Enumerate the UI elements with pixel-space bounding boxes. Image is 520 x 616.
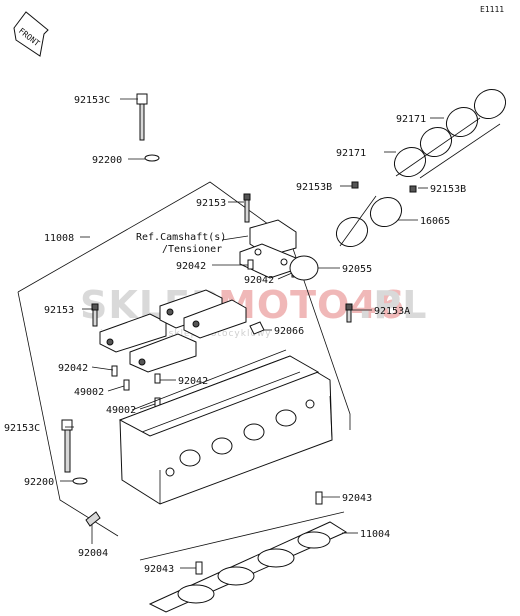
- cam-cap-rear: [239, 219, 297, 279]
- bolt-92153-left: [91, 303, 99, 327]
- label-92042-mid1: 92042: [176, 261, 206, 272]
- part-labels: 92153C 92200 11008 92153 92042 49002 490…: [4, 95, 466, 575]
- stud-92004: [85, 511, 101, 527]
- cylinder-head: [118, 349, 333, 505]
- bolt-92153c-top: [136, 93, 148, 141]
- label-92153a: 92153A: [374, 306, 410, 317]
- label-49002-a: 49002: [74, 387, 104, 398]
- bolt-92153-mid: [243, 193, 251, 223]
- head-gasket: [148, 521, 348, 613]
- label-92153c-bottom: 92153C: [4, 423, 40, 434]
- label-49002-b: 49002: [106, 405, 136, 416]
- o-ring-92055: [289, 255, 319, 281]
- washer-92200-bottom: [72, 477, 88, 485]
- label-92066: 92066: [274, 326, 304, 337]
- label-92042-left: 92042: [58, 363, 88, 374]
- label-92043-bottom: 92043: [144, 564, 174, 575]
- label-92153b-right: 92153B: [430, 184, 466, 195]
- label-11008: 11008: [44, 233, 74, 244]
- leader-lines: [60, 98, 444, 569]
- holders-16065: [335, 195, 403, 248]
- label-92153-left: 92153: [44, 305, 74, 316]
- bolt-92153c-bottom: [61, 419, 73, 473]
- reference-line1: Ref.Camshaft(s): [136, 232, 226, 243]
- diagram-code: E1111: [480, 5, 504, 14]
- label-92153b-left: 92153B: [296, 182, 332, 193]
- label-92171-b: 92171: [336, 148, 366, 159]
- holders-92171: [393, 88, 507, 179]
- bolt-92153a: [345, 303, 353, 323]
- label-92042-center: 92042: [178, 376, 208, 387]
- watermark-sub: internetowy sklep motocyklowy: [100, 329, 272, 339]
- cam-caps-left: [99, 289, 247, 373]
- watermark-right: .PL: [358, 283, 428, 327]
- front-arrow-icon: FRONT: [13, 11, 49, 57]
- label-92153-mid: 92153: [196, 198, 226, 209]
- label-92171-a: 92171: [396, 114, 426, 125]
- label-92042-mid2: 92042: [244, 275, 274, 286]
- label-92043-right: 92043: [342, 493, 372, 504]
- label-11004: 11004: [360, 529, 390, 540]
- label-92200-top: 92200: [92, 155, 122, 166]
- assembly-frame: [17, 181, 351, 561]
- label-92153c-top: 92153C: [74, 95, 110, 106]
- bolts-92153b: [351, 181, 417, 193]
- reference-line2: /Tensioner: [162, 244, 222, 255]
- label-92004: 92004: [78, 548, 108, 559]
- label-16065: 16065: [420, 216, 450, 227]
- watermark-red: MOTO46: [218, 283, 405, 327]
- washer-92200-top: [144, 154, 160, 162]
- label-92055: 92055: [342, 264, 372, 275]
- label-92200-bottom: 92200: [24, 477, 54, 488]
